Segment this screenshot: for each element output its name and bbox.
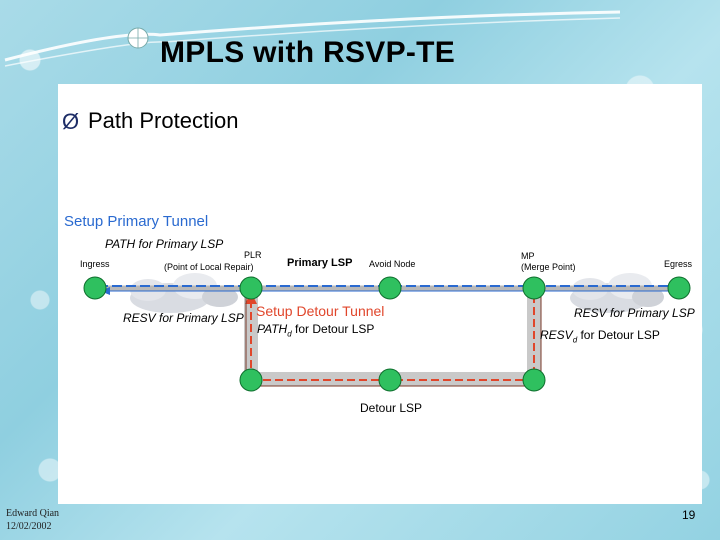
- page-number: 19: [682, 508, 696, 522]
- node-ingress: [83, 276, 107, 300]
- setup-primary-label: Setup Primary Tunnel: [64, 213, 209, 230]
- node-avoid: [378, 276, 402, 300]
- path-detour-label: PATHd for Detour LSP: [257, 322, 375, 339]
- egress-label: Egress: [664, 259, 693, 269]
- path-primary-label: PATH for Primary LSP: [105, 237, 224, 251]
- node-egress: [667, 276, 691, 300]
- footer-author: Edward Qian: [6, 508, 60, 519]
- plr-sub-label: (Point of Local Repair): [164, 262, 254, 272]
- detour-lsp-label: Detour LSP: [360, 401, 423, 415]
- node-detour-1: [239, 368, 263, 392]
- primary-lsp-label: Primary LSP: [287, 257, 353, 269]
- node-plr: [239, 276, 263, 300]
- mp-sub-label: (Merge Point): [521, 262, 576, 272]
- node-detour-2: [378, 368, 402, 392]
- left-cloud: [130, 273, 238, 313]
- footer-date: 12/02/2002: [6, 521, 52, 532]
- plr-label: PLR: [244, 250, 262, 260]
- mp-label: MP: [521, 251, 535, 261]
- node-mp: [522, 276, 546, 300]
- resv-primary-left-label: RESV for Primary LSP: [123, 311, 244, 325]
- resv-primary-right-label: RESV for Primary LSP: [574, 306, 695, 320]
- slide-title: MPLS with RSVP-TE: [160, 36, 456, 69]
- setup-detour-label: Setup Detour Tunnel: [256, 303, 385, 319]
- avoid-node-label: Avoid Node: [369, 259, 416, 269]
- ingress-label: Ingress: [80, 259, 110, 269]
- bullet-heading: Path Protection: [88, 108, 239, 133]
- node-detour-3: [522, 368, 546, 392]
- resv-detour-label: RESVd for Detour LSP: [540, 328, 660, 345]
- bullet-arrow-icon: Ø: [62, 109, 80, 134]
